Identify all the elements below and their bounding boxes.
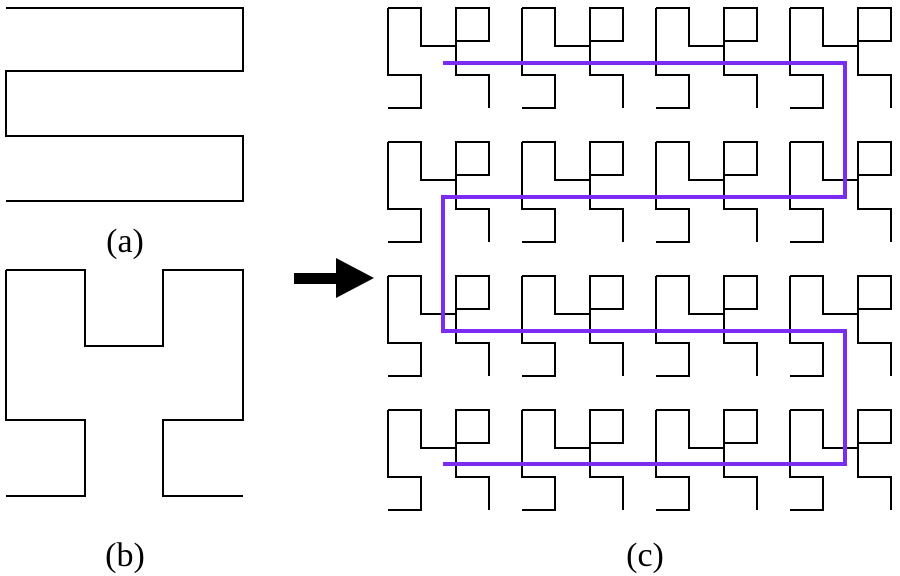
h-unit-line (522, 275, 624, 376)
h-unit-line (789, 142, 824, 243)
right-arrow-icon (294, 258, 374, 298)
h-unit-line (521, 142, 556, 243)
h-unit-line (521, 410, 556, 511)
h-unit-line (521, 8, 556, 109)
panel-a-meander (5, 7, 244, 202)
h-unit-line (388, 141, 490, 242)
h-unit-line (388, 7, 490, 108)
h-unit-line (521, 276, 556, 377)
h-unit-line (656, 409, 758, 510)
h-unit-line (790, 275, 892, 376)
h-unit-line (655, 276, 690, 377)
h-unit-line (522, 141, 624, 242)
h-shape-line (6, 269, 244, 497)
meander-line (5, 7, 244, 202)
h-unit-line (656, 7, 758, 108)
h-unit-line (789, 8, 824, 109)
h-unit-line (388, 409, 490, 510)
panel-c-label: (c) (626, 537, 664, 574)
h-unit-line (789, 276, 824, 377)
h-unit-line (387, 410, 422, 511)
h-unit-line (387, 276, 422, 377)
h-shape-line-left (5, 270, 86, 497)
h-unit-line (656, 275, 758, 376)
h-unit-line (387, 142, 422, 243)
h-unit-line (790, 409, 892, 510)
traversal-path (441, 61, 847, 466)
h-unit-line (655, 8, 690, 109)
h-unit-line (522, 7, 624, 108)
panel-b-label: (b) (105, 537, 145, 574)
h-unit-line (790, 7, 892, 108)
panel-a-label: (a) (106, 223, 144, 260)
h-unit-line (655, 142, 690, 243)
h-unit-line (656, 141, 758, 242)
h-unit-line (790, 141, 892, 242)
h-unit-line (388, 275, 490, 376)
h-unit-line (522, 409, 624, 510)
h-unit-line (789, 410, 824, 511)
panel-b-h-shape (5, 269, 244, 497)
h-unit-line (387, 8, 422, 109)
h-unit-line (655, 410, 690, 511)
panel-c-fractal (387, 7, 892, 511)
